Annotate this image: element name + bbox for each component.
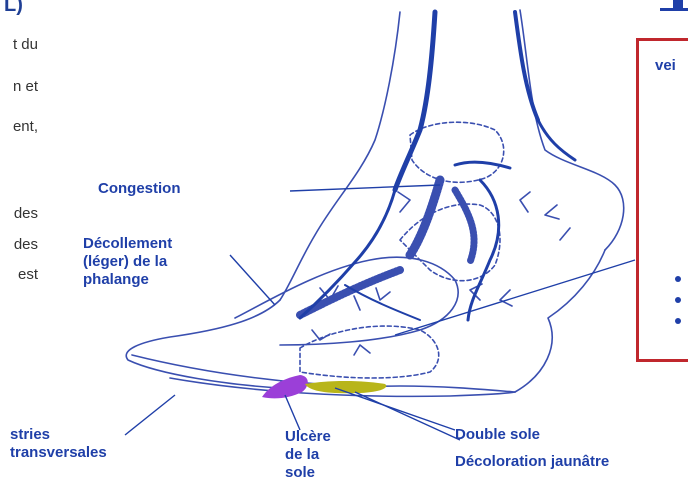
pointer-congestion	[290, 185, 440, 191]
leg-outline-front	[280, 12, 400, 300]
label-ulcere: Ulcère de la sole	[285, 428, 331, 482]
corner-bar	[660, 8, 688, 11]
label-congestion: Congestion	[98, 180, 181, 198]
pointer-decoloration	[355, 392, 460, 440]
deep-tendon	[455, 190, 474, 262]
label-stries: stries transversales	[10, 426, 107, 462]
label-decollement: Décollement (léger) de la phalange	[83, 235, 172, 289]
fetlock-outline	[515, 250, 605, 392]
hoof-wall	[126, 300, 280, 388]
extensor-tendon	[410, 180, 440, 255]
cannon-joint	[410, 122, 504, 182]
corner-mark	[673, 0, 683, 8]
vein-main-back	[515, 12, 538, 120]
pointer-double-sole	[335, 388, 455, 430]
pointer-ulcere	[285, 395, 300, 430]
label-decoloration: Décoloration jaunâtre	[455, 453, 609, 471]
bullet-3	[675, 318, 681, 324]
info-box-text: vei	[655, 57, 676, 74]
vein-arc	[455, 162, 510, 168]
info-box: vei	[636, 38, 688, 362]
pointer-decollement	[230, 255, 275, 305]
vein-main-front	[395, 12, 435, 190]
vein-branch-back	[538, 120, 575, 160]
bullet-2	[675, 297, 681, 303]
label-double-sole: Double sole	[455, 426, 540, 444]
flexor-tendon	[300, 270, 400, 315]
bullet-1	[675, 276, 681, 282]
pointer-stries	[125, 395, 175, 435]
leg-outline-back	[520, 10, 624, 250]
